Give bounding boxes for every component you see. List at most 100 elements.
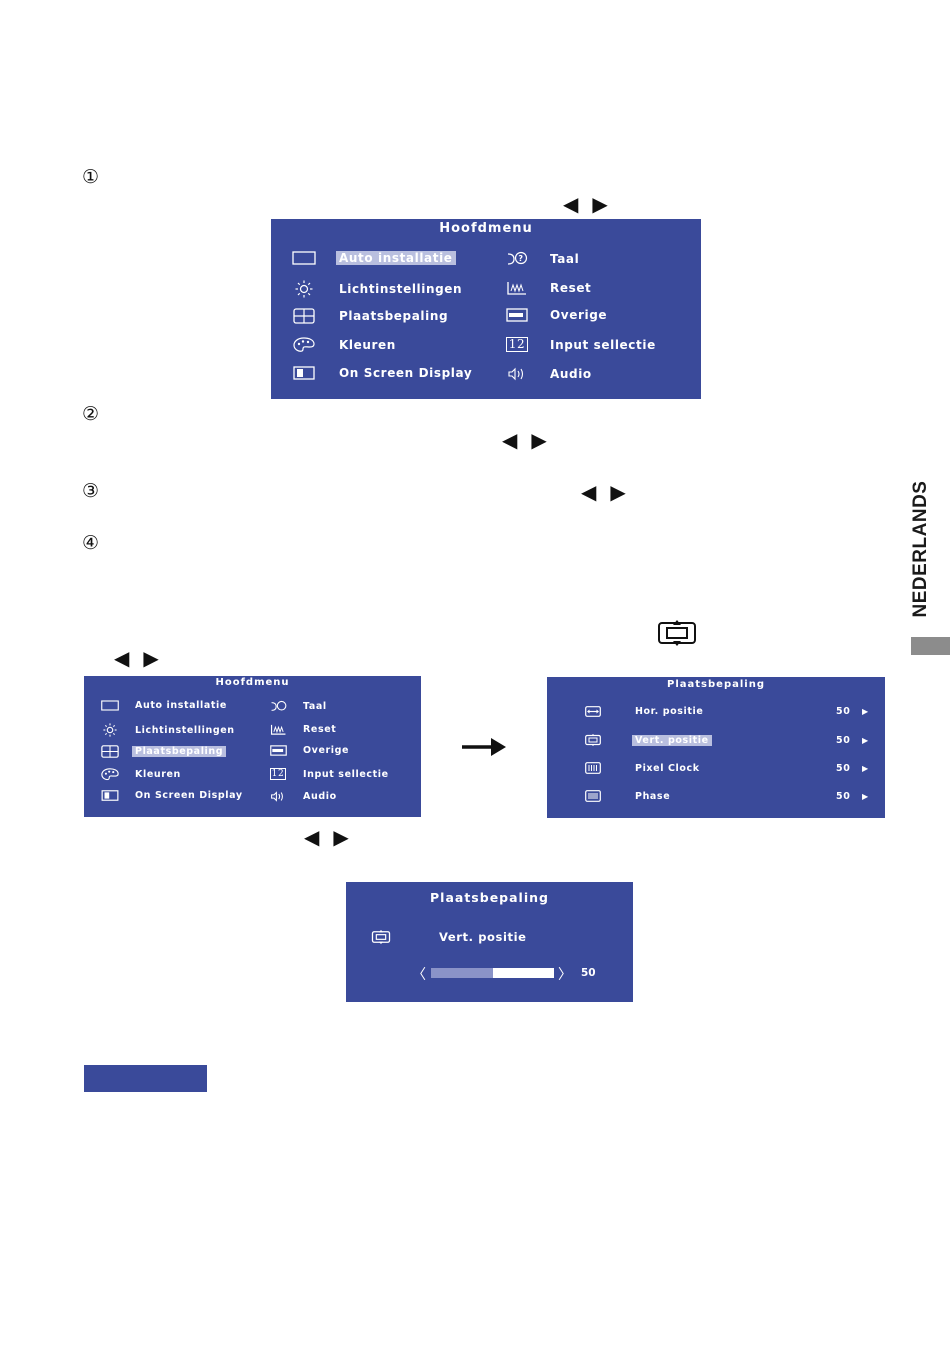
menu-item-on-screen-display[interactable]: On Screen Display (291, 366, 472, 380)
language-side-label: NEDERLANDS (910, 480, 931, 618)
menu-item-audio[interactable]: Audio (268, 790, 337, 803)
slider-fill (431, 968, 493, 978)
menu-item-label: Input sellectie (550, 337, 656, 352)
menu-item-label: Input sellectie (303, 768, 389, 780)
menu-item-auto-installatie[interactable]: Auto installatie (291, 251, 456, 265)
menu-item-auto-installatie[interactable]: Auto installatie (100, 700, 227, 711)
input-icon-text: 12 (269, 768, 287, 780)
audio-icon (505, 366, 529, 382)
submenu-item-value: 50 (836, 734, 851, 746)
slider-increase-icon[interactable]: 〉 (558, 967, 572, 983)
step-1-number: ① (82, 166, 100, 188)
submenu-item-label: Phase (635, 790, 671, 802)
menu-item-overige[interactable]: Overige (505, 308, 607, 322)
submenu-arrow-icon: ▶ (862, 707, 869, 716)
submenu-item-label: Vert. positie (632, 734, 712, 746)
nav-arrows-5: ◀▶ (304, 825, 363, 849)
other-icon (268, 745, 288, 756)
menu-item-label: Auto installatie (336, 251, 456, 265)
menu-item-taal[interactable]: Taal (268, 700, 327, 713)
menu-item-label: Audio (303, 791, 337, 802)
menu-item-lichtinstellingen[interactable]: Lichtinstellingen (291, 280, 462, 298)
menu-item-label: On Screen Display (339, 366, 473, 380)
menu-item-label: Audio (550, 367, 592, 381)
input-icon-text: 12 (505, 337, 529, 352)
menu-item-label: Plaatsbepaling (339, 309, 449, 323)
vert-position-icon (584, 734, 602, 746)
language-icon (268, 700, 288, 713)
input-select-icon: 12 (268, 768, 288, 780)
left-arrow-icon: ◀ (502, 428, 532, 452)
submenu-item-phase[interactable]: Phase 50 ▶ (584, 790, 874, 802)
right-arrow-icon: ▶ (143, 646, 173, 670)
left-arrow-icon: ◀ (304, 825, 334, 849)
menu-item-reset[interactable]: Reset (505, 280, 591, 296)
section-heading-block (84, 1065, 207, 1092)
left-arrow-icon: ◀ (581, 480, 611, 504)
step-3-number: ③ (82, 480, 100, 502)
osd-icon (100, 790, 120, 801)
slider-item-label: Vert. positie (439, 930, 527, 944)
nav-arrows-1: ◀▶ (563, 192, 622, 216)
menu-item-label: Lichtinstellingen (339, 282, 463, 296)
menu-item-kleuren[interactable]: Kleuren (100, 768, 181, 781)
menu-item-label: Plaatsbepaling (132, 746, 227, 757)
submenu-item-label: Pixel Clock (635, 762, 700, 774)
menu-item-on-screen-display[interactable]: On Screen Display (100, 790, 243, 801)
menu-item-kleuren[interactable]: Kleuren (291, 337, 396, 353)
position-icon (291, 308, 317, 324)
menu-item-taal[interactable]: ? Taal (505, 251, 579, 267)
menu-item-plaatsbepaling[interactable]: Plaatsbepaling (291, 308, 448, 324)
svg-text:?: ? (518, 254, 523, 263)
right-arrow-icon: ▶ (610, 480, 640, 504)
step-4-number: ④ (82, 532, 100, 554)
menu-item-label: Reset (303, 724, 337, 735)
menu-item-label: Overige (550, 308, 608, 322)
slider-menu-title: Plaatsbepaling (430, 890, 549, 905)
main-menu-small: Hoofdmenu Auto installatie Lichtinstelli… (84, 676, 421, 817)
menu-item-input-sellectie[interactable]: 12 Input sellectie (505, 337, 656, 352)
position-submenu: Plaatsbepaling Hor. positie 50 ▶ Vert. p… (547, 677, 885, 818)
menu-item-plaatsbepaling[interactable]: Plaatsbepaling (100, 745, 227, 758)
submenu-item-value: 50 (836, 706, 851, 717)
menu-title: Hoofdmenu (439, 221, 533, 236)
main-menu-large: Hoofdmenu Auto installatie Lichtinstelli… (271, 219, 701, 399)
menu-item-lichtinstellingen[interactable]: Lichtinstellingen (100, 723, 235, 737)
nav-arrows-4: ◀▶ (114, 646, 173, 670)
vert-position-icon (370, 930, 392, 944)
palette-icon (100, 768, 120, 781)
position-icon (100, 745, 120, 758)
menu-item-label: On Screen Display (135, 790, 243, 801)
submenu-item-label: Hor. positie (635, 706, 704, 717)
menu-item-reset[interactable]: Reset (268, 723, 336, 736)
submenu-item-pixel-clock[interactable]: Pixel Clock 50 ▶ (584, 762, 874, 774)
vert-position-slider-menu: Plaatsbepaling Vert. positie 〈 〉 50 (346, 882, 633, 1002)
right-arrow-icon: ▶ (592, 192, 622, 216)
menu-item-label: Kleuren (135, 769, 181, 780)
step-2-number: ② (82, 403, 100, 425)
menu-item-audio[interactable]: Audio (505, 366, 592, 382)
reset-icon (505, 280, 529, 296)
submenu-item-hor-positie[interactable]: Hor. positie 50 ▶ (584, 706, 874, 717)
submenu-title: Plaatsbepaling (667, 679, 765, 690)
hor-position-icon (584, 706, 602, 717)
menu-item-label: Kleuren (339, 338, 396, 352)
menu-item-input-sellectie[interactable]: 12 Input sellectie (268, 768, 389, 780)
input-select-icon: 12 (505, 337, 529, 352)
submenu-item-vert-positie[interactable]: Vert. positie 50 ▶ (584, 734, 874, 746)
vert-position-icon (657, 619, 697, 652)
menu-item-overige[interactable]: Overige (268, 745, 349, 756)
menu-item-label: Reset (550, 281, 592, 295)
submenu-item-value: 50 (836, 790, 851, 802)
right-arrow-icon: ▶ (333, 825, 363, 849)
auto-setup-icon (100, 700, 120, 711)
left-arrow-icon: ◀ (563, 192, 593, 216)
menu-item-label: Lichtinstellingen (135, 724, 235, 736)
slider-decrease-icon[interactable]: 〈 (412, 967, 426, 983)
palette-icon (291, 337, 317, 353)
vert-position-slider[interactable] (431, 968, 554, 978)
left-arrow-icon: ◀ (114, 646, 144, 670)
submenu-arrow-icon: ▶ (862, 763, 869, 773)
pixel-clock-icon (584, 762, 602, 774)
brightness-icon (100, 723, 120, 737)
